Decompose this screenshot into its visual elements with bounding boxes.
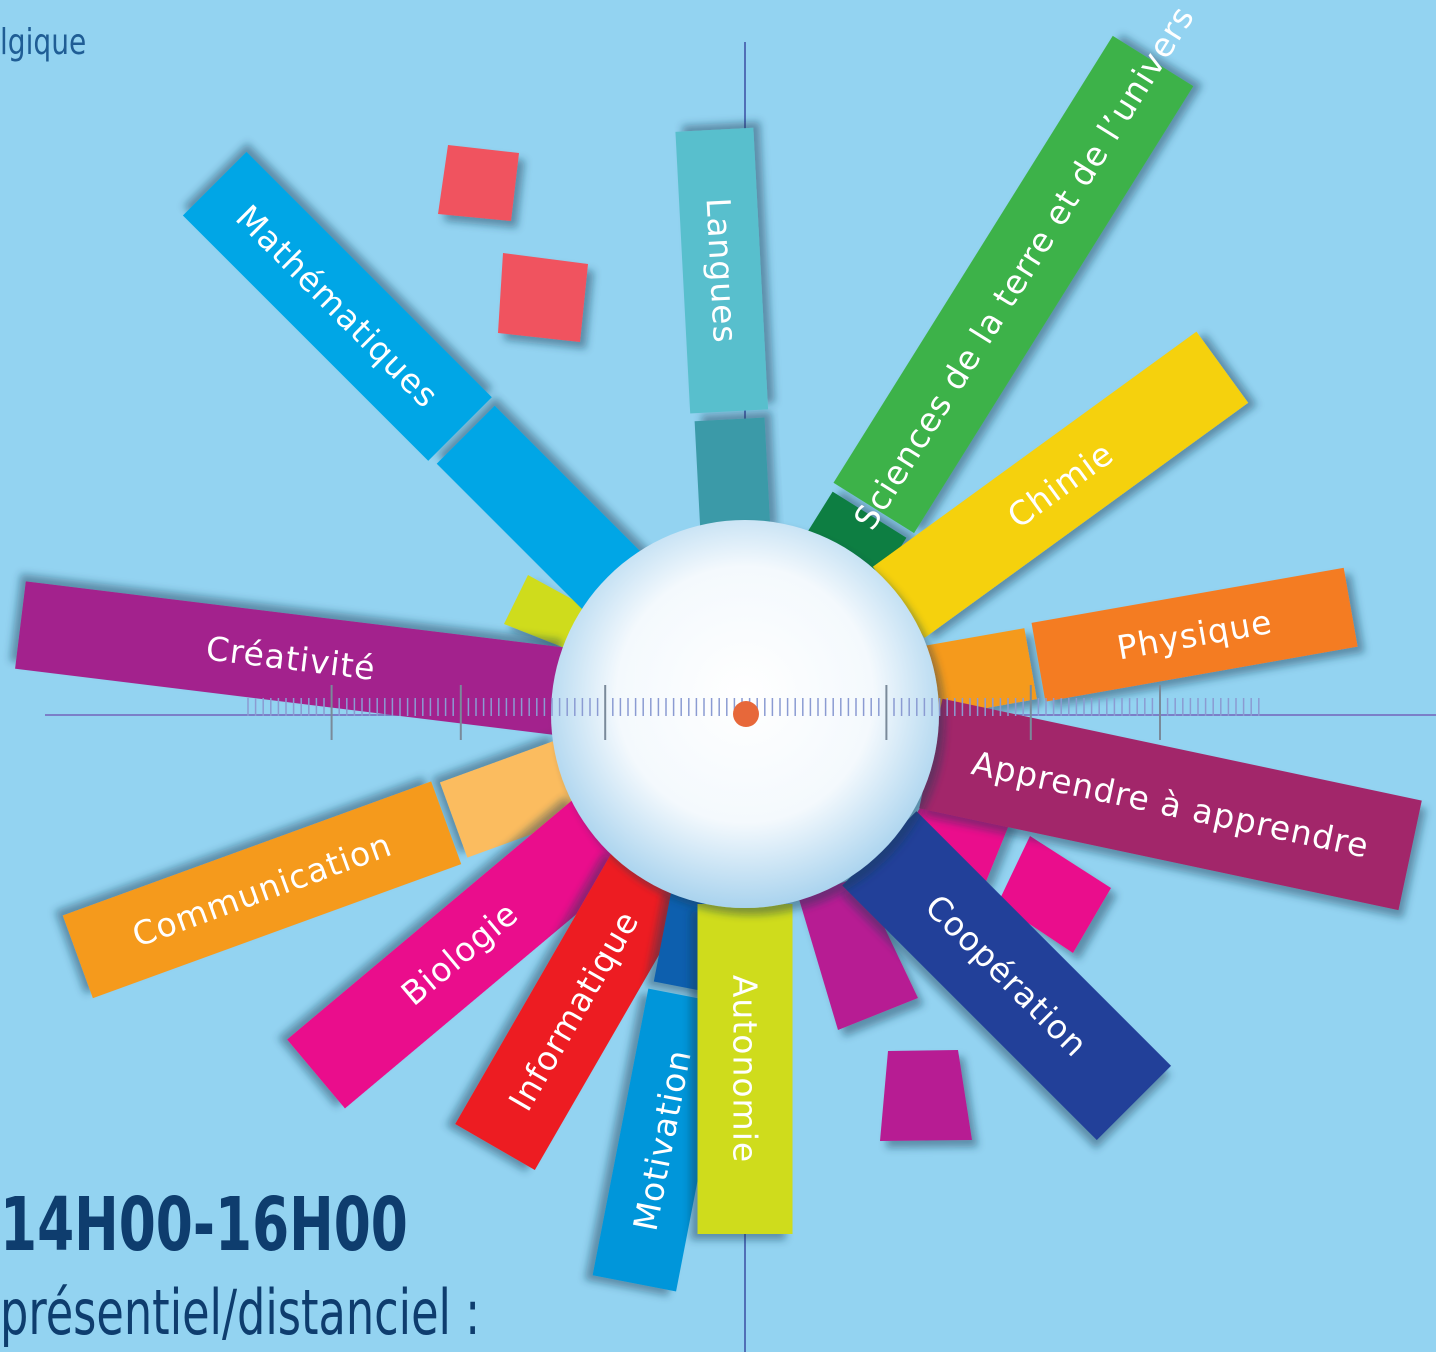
- session-mode: présentiel/distanciel :: [0, 1276, 481, 1349]
- center-dot: [733, 701, 759, 727]
- bar-creativite: Créativité: [15, 581, 567, 736]
- bar-outer-communication: [62, 781, 462, 999]
- bar-outer-sciences-terre-univers: [833, 35, 1194, 534]
- bar-inner-mathematiques: [436, 405, 654, 623]
- header-partial-text: lgique: [0, 22, 87, 63]
- bar-outer-cooperation: [842, 811, 1172, 1141]
- bar-outer-mathematiques: [182, 151, 492, 461]
- decor-magenta-block-1: [799, 876, 918, 1030]
- bar-label-langues: Langues: [698, 197, 745, 345]
- bar-outer-physique: [1031, 567, 1358, 702]
- bar-outer-motivation: [592, 988, 732, 1292]
- bar-outer-langues: [675, 127, 769, 414]
- decor-red-square-1: [438, 145, 519, 221]
- bar-outer-creativite: [15, 581, 567, 736]
- bar-outer-biologie: [287, 798, 633, 1109]
- bar-apprendre-a-apprendre: Apprendre à apprendre: [919, 698, 1422, 911]
- bar-label-autonomie: Autonomie: [726, 975, 765, 1163]
- bar-mathematiques: Mathématiques: [182, 151, 654, 623]
- bar-inner-langues: [694, 417, 771, 537]
- bar-physique: Physique: [925, 567, 1358, 717]
- decor-lime-block: [504, 575, 590, 650]
- bar-langues: Langues: [675, 127, 771, 537]
- bar-inner-physique: [925, 628, 1037, 717]
- bar-autonomie: Autonomie: [697, 904, 793, 1234]
- decor-pink-block-2: [998, 836, 1111, 953]
- decor-red-square-2: [498, 253, 588, 342]
- bar-biologie: Biologie: [287, 798, 633, 1109]
- bar-label-mathematiques: Mathématiques: [228, 197, 446, 415]
- decor-magenta-block-2: [880, 1050, 972, 1141]
- bar-outer-chimie: [872, 331, 1249, 638]
- bar-outer-informatique: [455, 851, 693, 1171]
- bar-inner-communication: [440, 739, 585, 858]
- session-time: 14H00-16H00: [0, 1182, 408, 1268]
- bar-outer-autonomie: [697, 904, 793, 1234]
- ruler-ticks: [247, 685, 1260, 740]
- bar-outer-apprendre-a-apprendre: [919, 698, 1422, 911]
